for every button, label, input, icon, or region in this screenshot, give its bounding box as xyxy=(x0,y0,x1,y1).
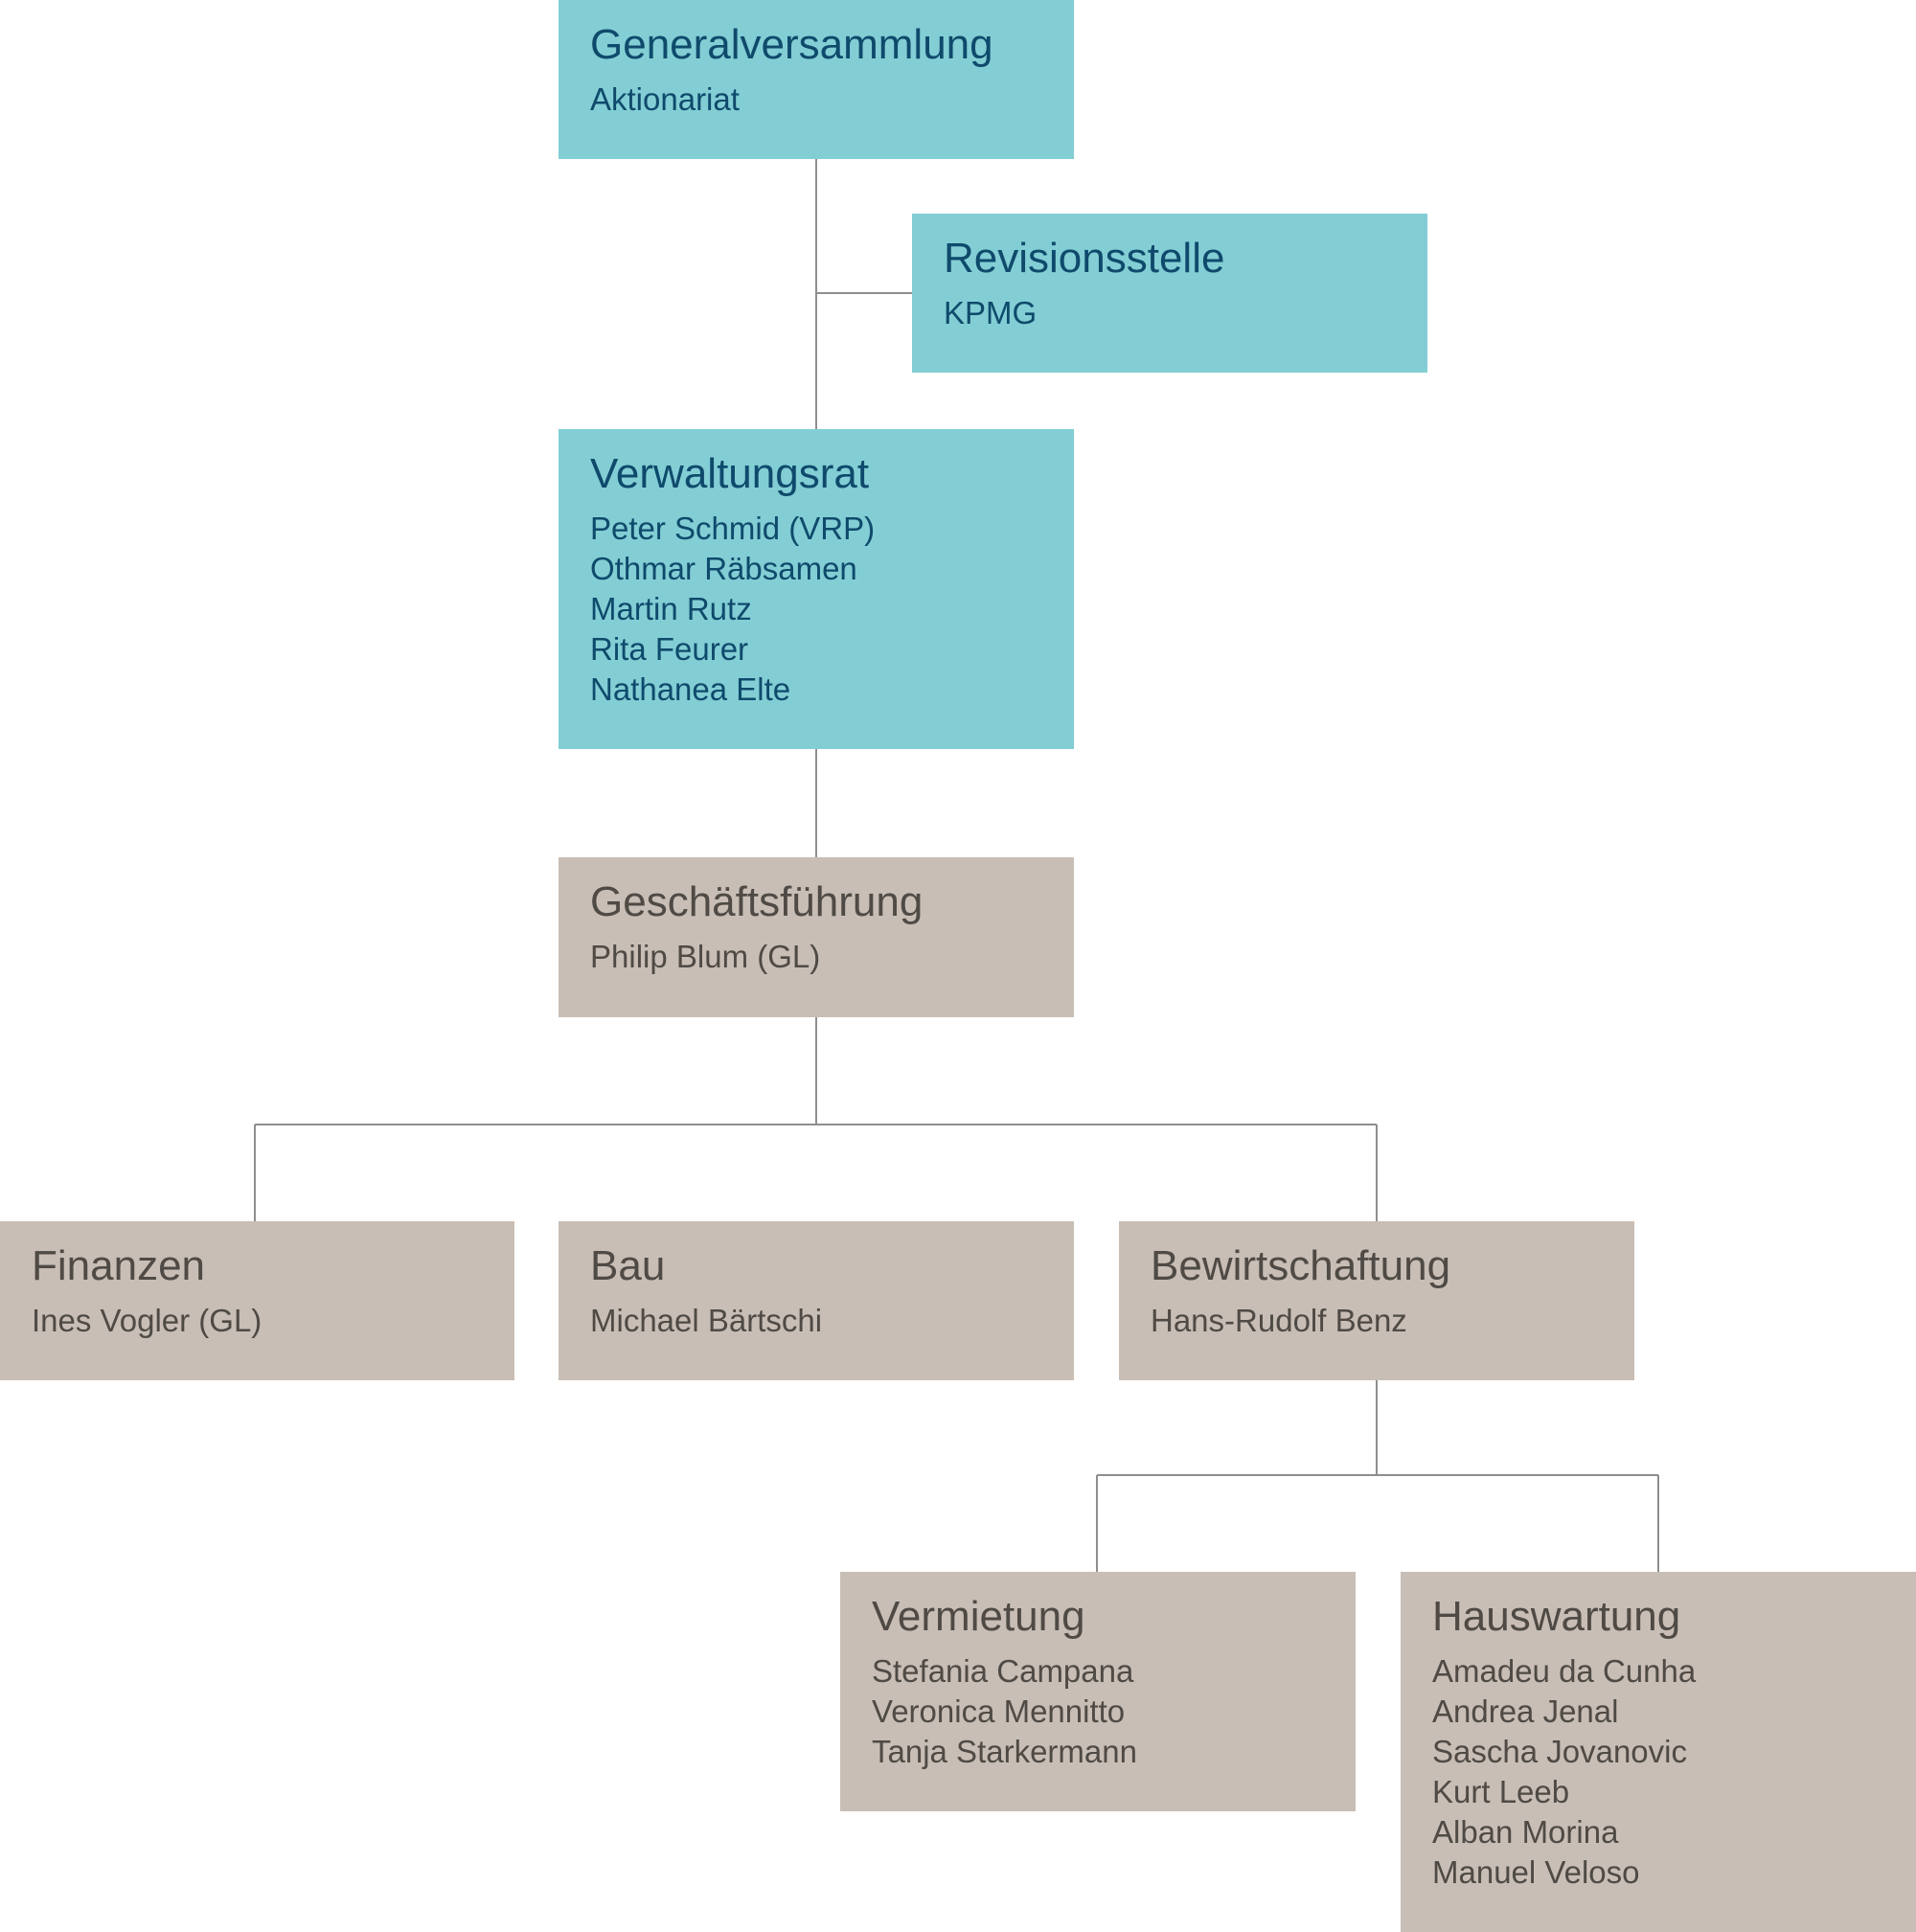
member-name: Nathanea Elte xyxy=(590,671,791,707)
box-title: Bau xyxy=(590,1242,666,1289)
member-list: Aktionariat xyxy=(590,80,1042,120)
member-name: Othmar Räbsamen xyxy=(590,550,857,586)
box-title: Finanzen xyxy=(32,1242,206,1289)
member-list: Stefania Campana Veronica Mennitto Tanja… xyxy=(872,1651,1324,1772)
member-list: Peter Schmid (VRP) Othmar Räbsamen Marti… xyxy=(590,509,1042,710)
member-name: Aktionariat xyxy=(590,80,740,117)
member-name: Andrea Jenal xyxy=(1432,1693,1619,1729)
box-title: Geschäftsführung xyxy=(590,878,924,925)
member-name: Rita Feurer xyxy=(590,630,749,667)
box-revisionsstelle: Revisionsstelle KPMG xyxy=(912,214,1427,373)
box-title: Hauswartung xyxy=(1432,1593,1681,1640)
member-list: Amadeu da Cunha Andrea Jenal Sascha Jova… xyxy=(1432,1651,1884,1893)
member-list: Hans-Rudolf Benz xyxy=(1151,1301,1603,1341)
box-hauswartung: Hauswartung Amadeu da Cunha Andrea Jenal… xyxy=(1401,1572,1916,1932)
member-name: Stefania Campana xyxy=(872,1652,1134,1689)
member-name: Martin Rutz xyxy=(590,590,752,626)
member-name: Alban Morina xyxy=(1432,1813,1619,1850)
member-name: Manuel Veloso xyxy=(1432,1853,1640,1890)
box-verwaltungsrat: Verwaltungsrat Peter Schmid (VRP) Othmar… xyxy=(559,429,1074,749)
box-vermietung: Vermietung Stefania Campana Veronica Men… xyxy=(840,1572,1356,1811)
member-name: Hans-Rudolf Benz xyxy=(1151,1302,1407,1338)
box-title: Bewirtschaftung xyxy=(1151,1242,1451,1289)
member-list: Michael Bärtschi xyxy=(590,1301,1042,1341)
box-title: Revisionsstelle xyxy=(944,235,1225,282)
box-title: Generalversammlung xyxy=(590,21,993,68)
box-bewirtschaftung: Bewirtschaftung Hans-Rudolf Benz xyxy=(1119,1221,1634,1380)
member-name: Michael Bärtschi xyxy=(590,1302,823,1338)
member-name: Veronica Mennitto xyxy=(872,1693,1126,1729)
box-finanzen: Finanzen Ines Vogler (GL) xyxy=(0,1221,514,1380)
member-name: Sascha Jovanovic xyxy=(1432,1733,1687,1769)
member-list: Ines Vogler (GL) xyxy=(32,1301,483,1341)
member-list: KPMG xyxy=(944,293,1396,333)
member-name: Philip Blum (GL) xyxy=(590,938,821,974)
member-name: KPMG xyxy=(944,294,1038,330)
member-name: Amadeu da Cunha xyxy=(1432,1652,1697,1689)
box-title: Vermietung xyxy=(872,1593,1085,1640)
box-bau: Bau Michael Bärtschi xyxy=(559,1221,1074,1380)
member-name: Ines Vogler (GL) xyxy=(32,1302,262,1338)
box-title: Verwaltungsrat xyxy=(590,450,870,497)
member-name: Tanja Starkermann xyxy=(872,1733,1137,1769)
member-name: Peter Schmid (VRP) xyxy=(590,510,876,546)
member-list: Philip Blum (GL) xyxy=(590,937,1042,977)
member-name: Kurt Leeb xyxy=(1432,1773,1570,1809)
box-geschaeftsfuehrung: Geschäftsführung Philip Blum (GL) xyxy=(559,857,1074,1017)
box-generalversammlung: Generalversammlung Aktionariat xyxy=(559,0,1074,159)
